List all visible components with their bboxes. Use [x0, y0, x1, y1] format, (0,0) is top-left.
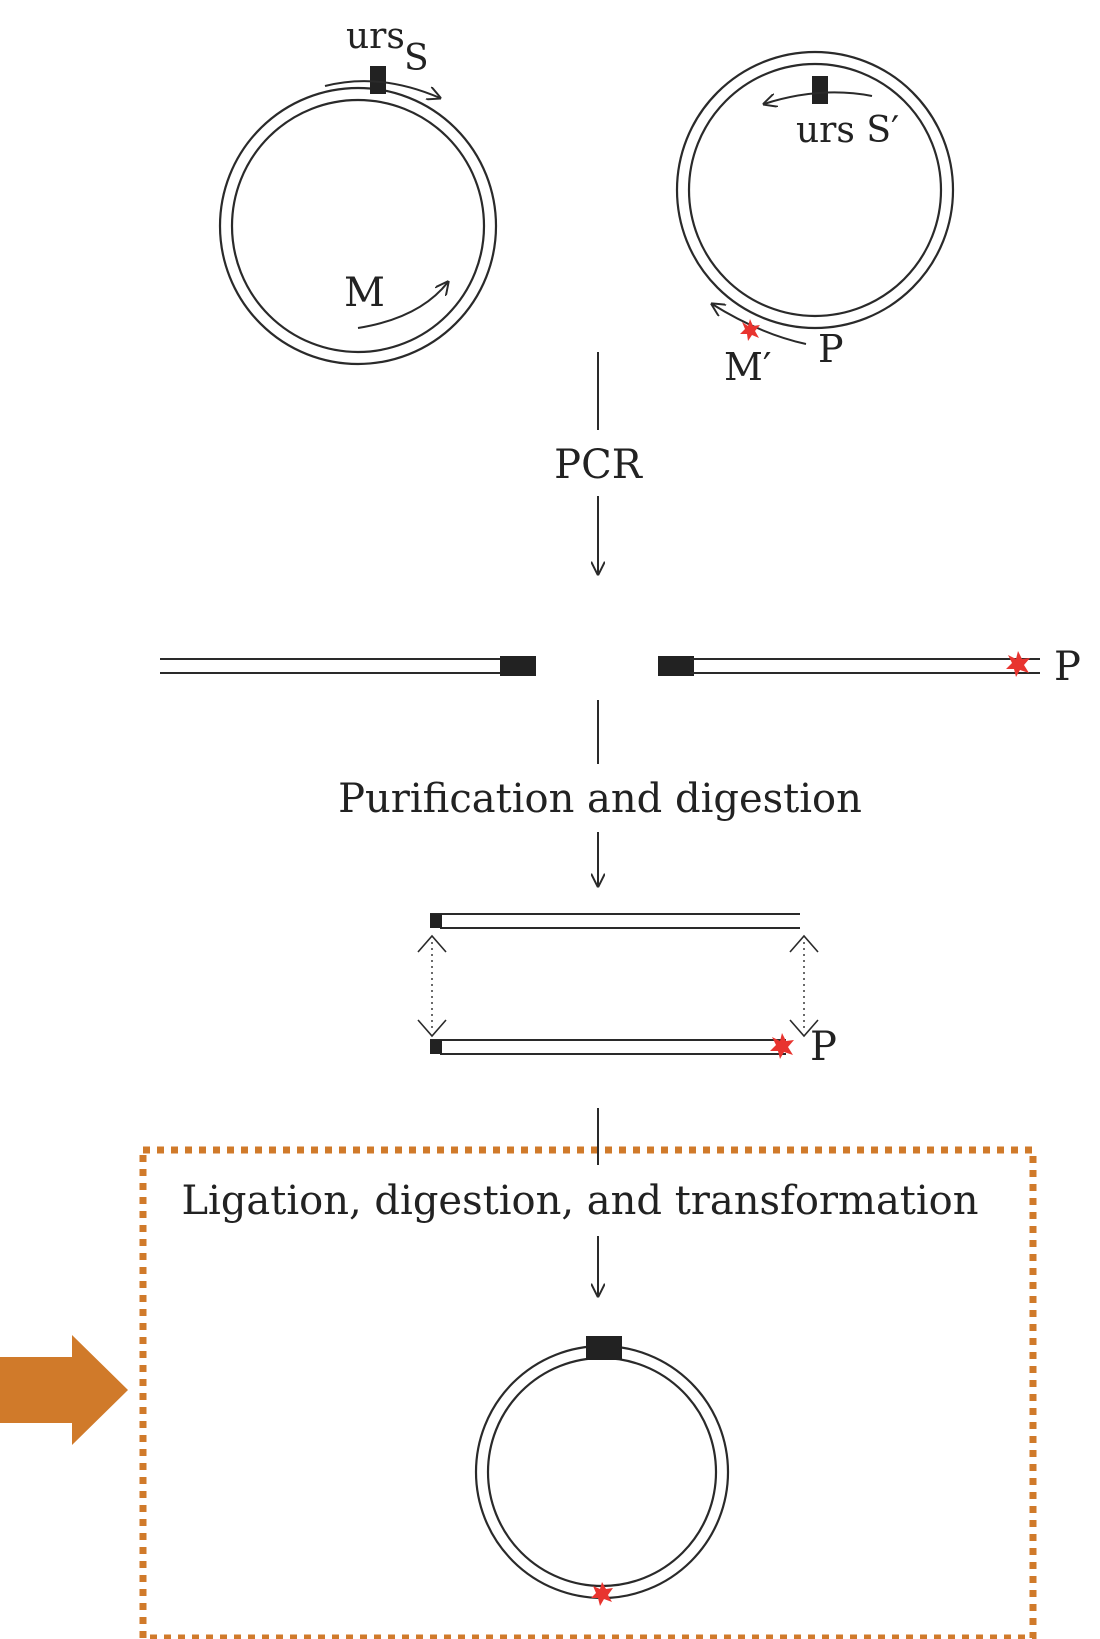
primer-m-arrow — [357, 282, 448, 329]
urs-site-marker-right — [812, 76, 828, 104]
step-pcr: PCR — [554, 442, 644, 488]
urs-site-marker — [500, 656, 536, 676]
urs-site-marker — [586, 1336, 622, 1360]
mutation-star-final — [591, 1582, 613, 1606]
step-purification: Purification and digestion — [338, 776, 862, 822]
primer-s-prime-arrow — [764, 91, 873, 104]
mutation-star-digested — [770, 1033, 794, 1059]
pcr-product-left — [160, 656, 536, 676]
urs-site-marker — [658, 656, 694, 676]
step-ligation: Ligation, digestion, and transformation — [181, 1178, 978, 1224]
primer-m-prime-arrow — [712, 304, 807, 345]
mutation-star-top — [740, 319, 760, 341]
plasmid-final — [474, 1336, 730, 1606]
label-urs-right: urs S′ — [796, 110, 899, 151]
highlight-arrow — [0, 1335, 128, 1445]
pcr-product-right — [658, 651, 1040, 677]
urs-site-marker-left — [370, 66, 386, 94]
label-p-primer: P — [818, 327, 844, 371]
mutation-star-linear — [1006, 651, 1030, 677]
label-p-linear: P — [1054, 644, 1081, 690]
ligation-pairing-arrows — [417, 934, 819, 1038]
label-p-digested: P — [810, 1024, 837, 1070]
highlight-box — [139, 1146, 1037, 1639]
plasmid-left — [218, 66, 498, 366]
label-m: M — [344, 270, 385, 316]
label-s-left: S — [404, 38, 429, 79]
label-urs-left: urs — [346, 16, 405, 57]
primer-s-arrow — [324, 80, 440, 98]
label-m-prime: M′ — [724, 345, 772, 389]
digested-fragment-bottom — [430, 1033, 794, 1059]
digested-fragment-top — [430, 913, 800, 929]
plasmid-right — [675, 50, 955, 345]
